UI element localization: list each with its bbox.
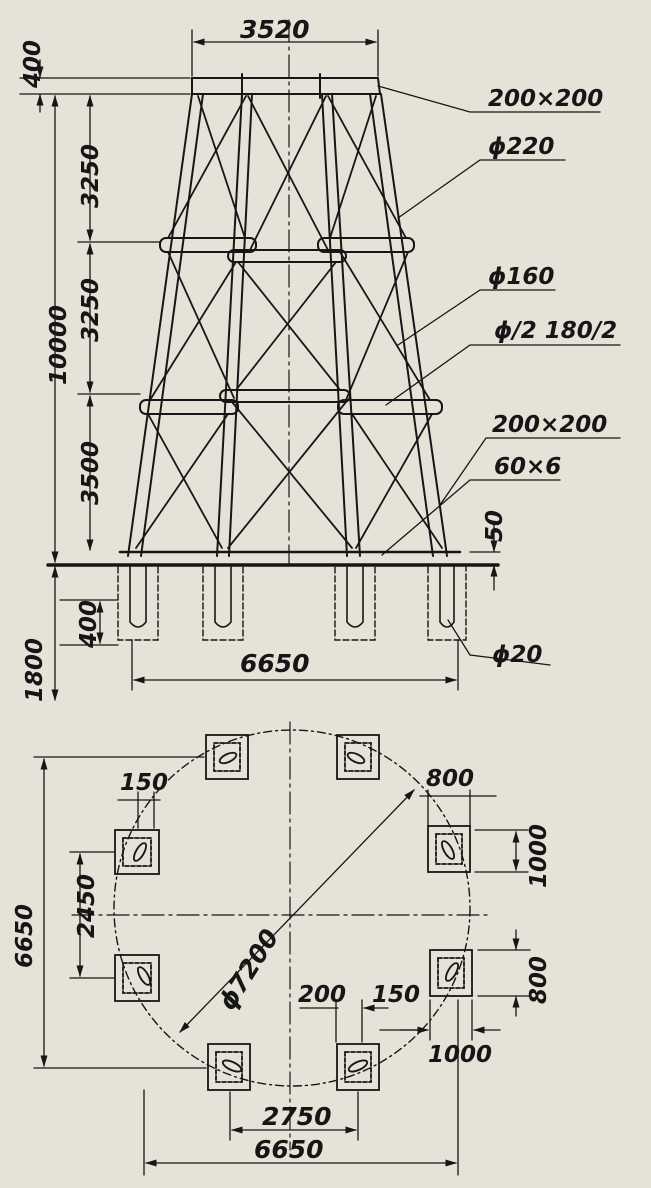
ring-beam-upper bbox=[159, 237, 415, 263]
label-main-leg: ϕ220 bbox=[488, 134, 554, 160]
label-ring-beam: ϕ160 bbox=[488, 264, 554, 290]
pier-circle bbox=[113, 729, 471, 1087]
label-brace: ϕ/2 180/2 bbox=[494, 318, 617, 344]
pier bbox=[205, 734, 249, 780]
dim-plan-pier-side-width-label: 800 bbox=[526, 956, 552, 1004]
anchor-bolts bbox=[129, 566, 455, 628]
dim-plan-pier-length-label: 1000 bbox=[526, 824, 552, 888]
dim-upper-segment-label: 3250 bbox=[78, 144, 104, 208]
dim-plan-bottom bbox=[143, 999, 459, 1176]
pier bbox=[114, 829, 160, 875]
dim-base-width bbox=[131, 639, 459, 691]
dim-plan-pier-width-label: 800 bbox=[426, 766, 474, 792]
pier bbox=[429, 949, 473, 997]
label-base-beam: 200×200 bbox=[492, 412, 607, 438]
dim-middle-segment-label: 3250 bbox=[78, 278, 104, 342]
foundations bbox=[117, 566, 467, 641]
dim-plan-left bbox=[33, 756, 207, 1069]
dim-plan-height-label: 6650 bbox=[12, 904, 38, 968]
dim-top-width bbox=[191, 29, 379, 77]
pier bbox=[336, 1043, 380, 1091]
cross-bracing bbox=[135, 95, 443, 549]
dim-left-chain bbox=[19, 59, 191, 564]
dim-foundation-total-label: 1800 bbox=[22, 638, 48, 702]
dim-lower-segment-label: 3500 bbox=[78, 441, 104, 505]
leader-lines bbox=[377, 85, 621, 666]
pier bbox=[207, 1043, 251, 1091]
dim-plan-bottom-offset-b-label: 150 bbox=[372, 982, 420, 1008]
pier bbox=[114, 954, 160, 1002]
dim-plan-bottom-spacing-label: 2750 bbox=[262, 1102, 332, 1131]
dim-total-height-label: 10000 bbox=[46, 305, 72, 385]
label-anchor-bolt: ϕ20 bbox=[492, 642, 542, 668]
dim-foundation-inner-label: 400 bbox=[76, 600, 102, 649]
plan-piers bbox=[114, 734, 473, 1091]
elevation-labels: 3520 400 3250 3250 3500 10000 50 400 180… bbox=[20, 15, 617, 702]
main-legs bbox=[127, 93, 448, 557]
label-top-beam: 200×200 bbox=[488, 86, 603, 112]
plan-labels: 6650 150 2450 ϕ7200 800 1000 800 1000 20… bbox=[12, 766, 552, 1164]
dim-plan-right bbox=[379, 789, 531, 1041]
dim-top-width-label: 3520 bbox=[240, 15, 310, 44]
elevation-view bbox=[19, 19, 621, 702]
dim-base-plate-label: 50 bbox=[482, 510, 508, 542]
dim-foundation bbox=[51, 565, 119, 702]
dim-diameter-line bbox=[179, 789, 415, 1033]
pier bbox=[427, 825, 471, 873]
dim-plan-side-spacing-label: 2450 bbox=[74, 874, 100, 938]
ring-beam-lower bbox=[139, 389, 443, 415]
dim-base-plate bbox=[469, 524, 501, 591]
dim-plan-diameter-label: ϕ7200 bbox=[212, 924, 284, 1015]
dim-plan-offset-label: 150 bbox=[120, 770, 168, 796]
plan-view bbox=[33, 721, 531, 1176]
top-beam bbox=[191, 73, 381, 99]
dim-plan-bottom-offset-a-label: 200 bbox=[298, 982, 346, 1008]
dim-cap-height-label: 400 bbox=[20, 40, 46, 89]
dim-plan-width-label: 6650 bbox=[254, 1135, 324, 1164]
dim-base-width-label: 6650 bbox=[240, 649, 310, 678]
dim-plan-pier-bottom-length-label: 1000 bbox=[428, 1042, 492, 1068]
base-beam bbox=[46, 550, 500, 567]
pier bbox=[336, 734, 380, 780]
label-base-plate: 60×6 bbox=[494, 454, 561, 480]
